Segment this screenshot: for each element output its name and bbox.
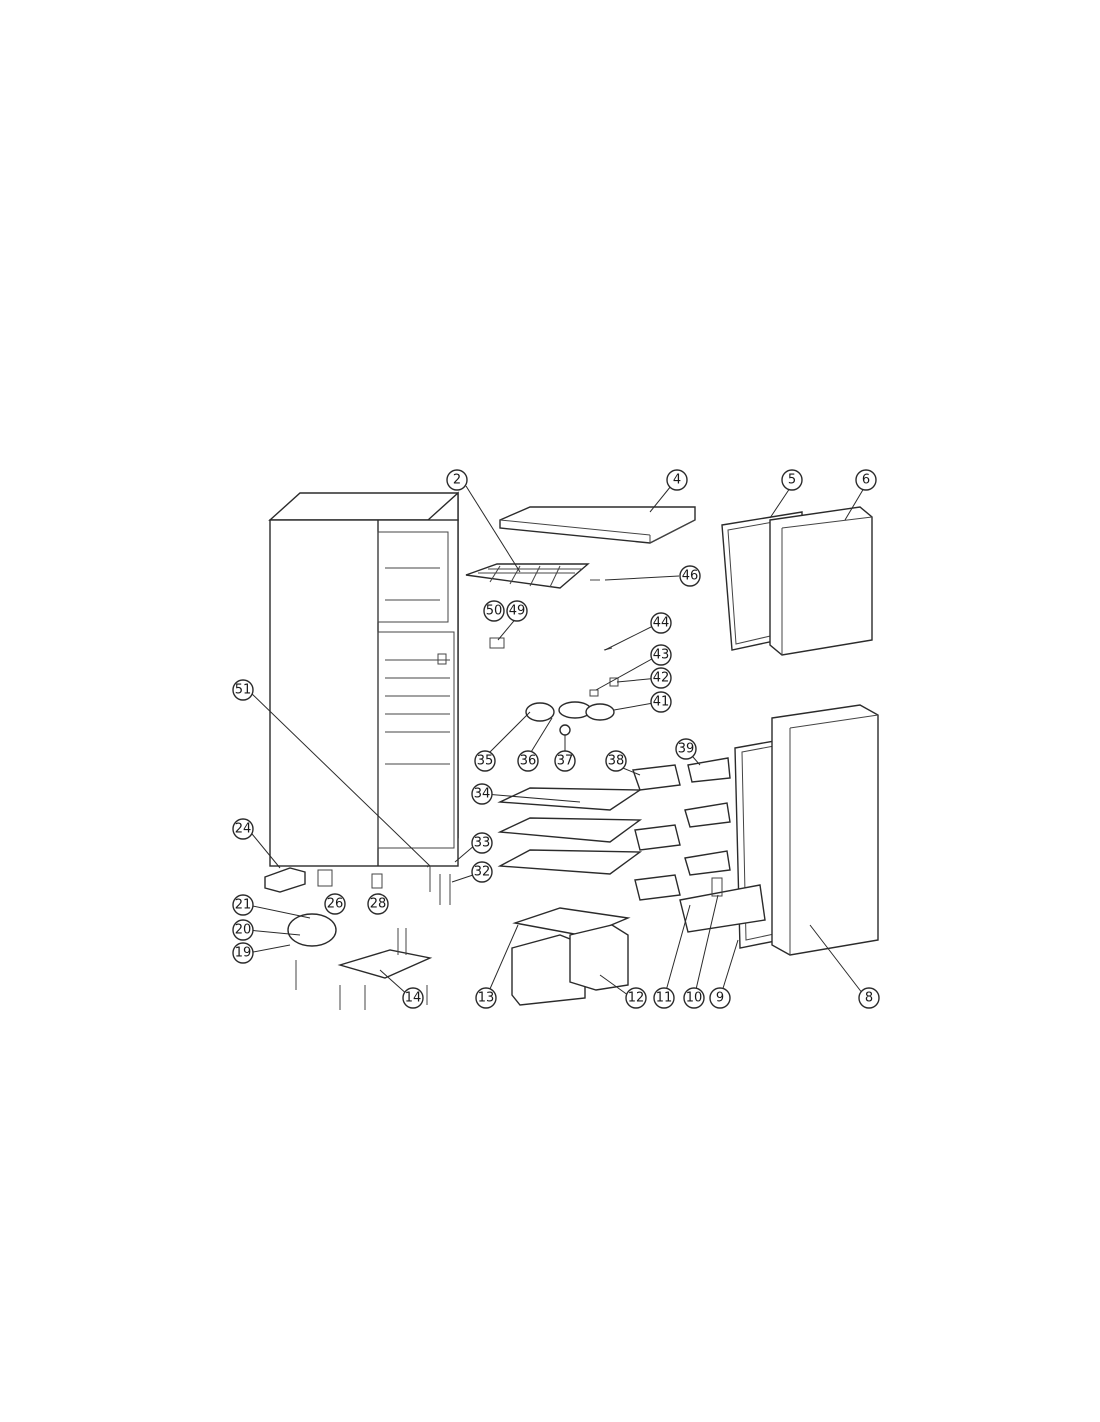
callout-label: 37: [557, 754, 574, 769]
callout-43: 43: [650, 644, 672, 666]
callout-label: 2: [453, 473, 461, 488]
callout-41: 41: [650, 691, 672, 713]
callout-label: 4: [673, 473, 681, 488]
callout-label: 44: [653, 616, 670, 631]
callout-11: 11: [653, 987, 675, 1009]
callout-label: 33: [474, 836, 491, 851]
callout-label: 13: [478, 991, 495, 1006]
callout-label: 35: [477, 754, 494, 769]
crisper-drawers: [511, 924, 629, 1006]
callout-33: 33: [471, 832, 493, 854]
callout-label: 20: [235, 923, 252, 938]
callout-label: 9: [716, 991, 724, 1006]
callout-label: 21: [235, 898, 252, 913]
callout-42: 42: [650, 667, 672, 689]
door-bins: [632, 757, 731, 901]
compressor-parts: [264, 866, 451, 1010]
callout-label: 12: [628, 991, 645, 1006]
callout-34: 34: [471, 783, 493, 805]
thermostat-lamp-assembly: [489, 579, 619, 736]
callout-4: 4: [666, 469, 688, 491]
callout-10: 10: [683, 987, 705, 1009]
callout-label: 41: [653, 695, 670, 710]
callout-21: 21: [232, 894, 254, 916]
callout-5: 5: [781, 469, 803, 491]
callout-12: 12: [625, 987, 647, 1009]
callout-13: 13: [475, 987, 497, 1009]
callout-label: 51: [235, 683, 252, 698]
callout-label: 49: [509, 604, 526, 619]
callout-26: 26: [324, 893, 346, 915]
callout-37: 37: [554, 750, 576, 772]
callout-label: 19: [235, 946, 252, 961]
callout-32: 32: [471, 861, 493, 883]
callout-label: 34: [474, 787, 491, 802]
callout-28: 28: [367, 893, 389, 915]
callout-38: 38: [605, 750, 627, 772]
callout-44: 44: [650, 612, 672, 634]
refrigerator-cabinet: [268, 491, 459, 868]
callout-label: 6: [862, 473, 870, 488]
callout-36: 36: [517, 750, 539, 772]
callout-label: 11: [656, 991, 673, 1006]
callout-label: 36: [520, 754, 537, 769]
callout-label: 8: [865, 991, 873, 1006]
callout-label: 46: [682, 569, 699, 584]
callout-39: 39: [675, 738, 697, 760]
callout-49: 49: [506, 600, 528, 622]
callout-label: 28: [370, 897, 387, 912]
callout-label: 43: [653, 648, 670, 663]
callout-label: 42: [653, 671, 670, 686]
callout-35: 35: [474, 750, 496, 772]
callout-14: 14: [402, 987, 424, 1009]
callout-label: 24: [235, 822, 252, 837]
callout-51: 51: [232, 679, 254, 701]
callout-20: 20: [232, 919, 254, 941]
callout-8: 8: [858, 987, 880, 1009]
callout-label: 10: [686, 991, 703, 1006]
callout-19: 19: [232, 942, 254, 964]
callout-50: 50: [483, 600, 505, 622]
callout-6: 6: [855, 469, 877, 491]
callout-label: 14: [405, 991, 422, 1006]
callout-label: 32: [474, 865, 491, 880]
callout-24: 24: [232, 818, 254, 840]
callout-label: 26: [327, 897, 344, 912]
freezer-top-cover: [499, 506, 696, 544]
callout-label: 39: [678, 742, 695, 757]
callout-2: 2: [446, 469, 468, 491]
callout-label: 50: [486, 604, 503, 619]
freezer-door: [769, 506, 873, 656]
callout-label: 5: [788, 473, 796, 488]
freezer-wire-shelf: [465, 563, 590, 589]
callout-46: 46: [679, 565, 701, 587]
callout-9: 9: [709, 987, 731, 1009]
fridge-door: [771, 704, 879, 956]
callout-label: 38: [608, 754, 625, 769]
